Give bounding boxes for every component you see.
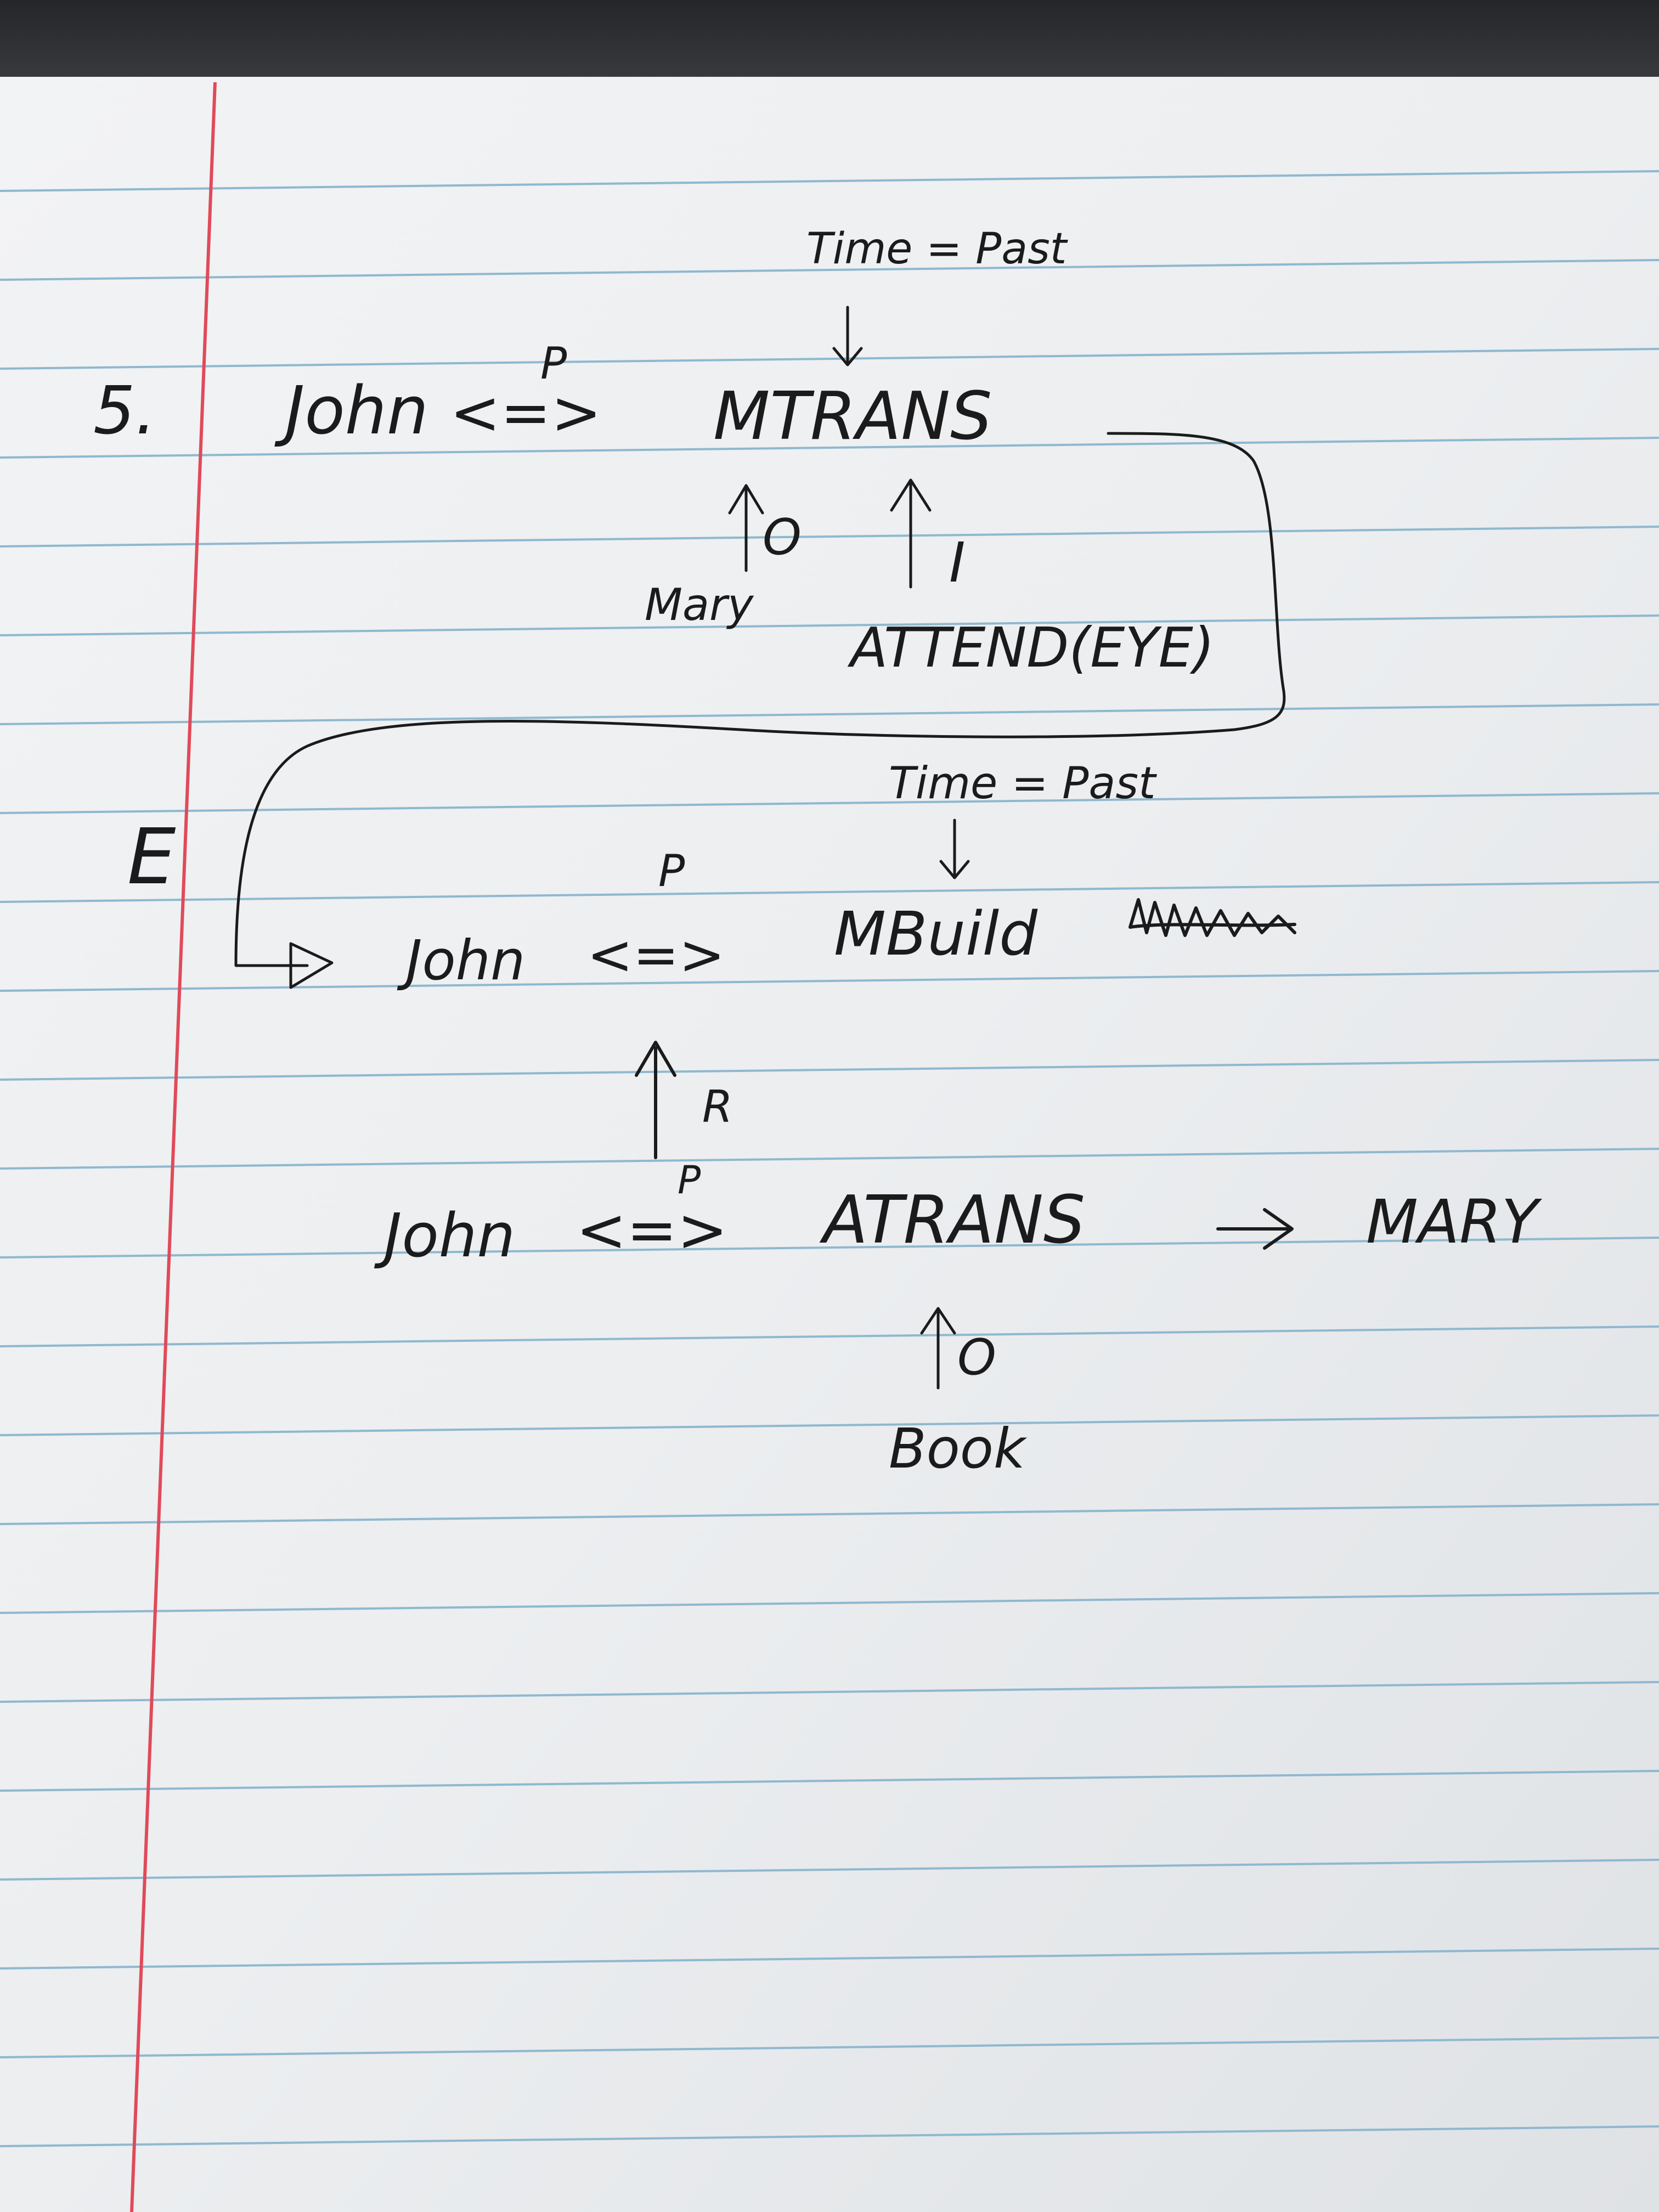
rule-line [0, 1770, 1659, 1792]
rule-line [0, 792, 1659, 814]
top-p-marker: P [540, 338, 567, 389]
bottom-act: ATRANS [819, 1182, 1085, 1259]
paper-sheet [0, 77, 1659, 2212]
recipient-arrow [1216, 1208, 1294, 1250]
bottom-object-arrow [920, 1307, 956, 1390]
cause-link-arrowhead [289, 942, 334, 989]
rule-line [0, 2125, 1659, 2147]
result-arrow [635, 1041, 676, 1159]
bottom-p-marker: P [678, 1158, 701, 1203]
top-object-arrow [728, 484, 764, 572]
ruled-lines [0, 170, 1659, 2147]
rule-line [0, 1325, 1659, 1347]
rule-line [0, 614, 1659, 636]
rule-line [0, 437, 1659, 459]
rule-line [0, 970, 1659, 992]
rule-line [0, 1503, 1659, 1525]
middle-time-label: Time = Past [889, 758, 1157, 809]
margin-mark: E [127, 812, 176, 902]
bottom-link: <=> [576, 1195, 728, 1265]
top-link: <=> [450, 377, 602, 448]
top-instrument-arrow [890, 478, 932, 589]
bottom-actor: John [374, 1200, 515, 1271]
margin-line [130, 82, 217, 2212]
middle-p-marker: P [658, 845, 685, 896]
top-time-arrow [832, 306, 863, 366]
top-actor: John [274, 373, 428, 449]
middle-time-arrow [939, 819, 970, 879]
rule-line [0, 526, 1659, 548]
bottom-object-marker: O [957, 1329, 996, 1386]
rule-line [0, 703, 1659, 725]
bottom-object: Book [889, 1417, 1028, 1481]
top-instrument: ATTEND(EYE) [847, 616, 1215, 680]
rule-line [0, 259, 1659, 281]
rule-line [0, 1859, 1659, 1881]
rule-line [0, 1059, 1659, 1081]
scribbled-out-word [1128, 898, 1296, 937]
middle-actor: John [397, 928, 525, 992]
middle-link: <=> [587, 923, 725, 987]
bottom-recipient: MARY [1366, 1187, 1543, 1257]
cause-link-arrow [234, 432, 1286, 967]
rule-line [0, 170, 1659, 192]
rule-line [0, 881, 1659, 903]
top-object-marker: O [763, 509, 802, 566]
rule-line [0, 1414, 1659, 1436]
top-act: MTRANS [713, 379, 992, 455]
rule-line [0, 1592, 1659, 1614]
top-time-label: Time = Past [806, 224, 1068, 274]
rule-line [0, 1148, 1659, 1170]
rule-line [0, 1237, 1659, 1259]
top-instrument-marker: I [949, 531, 966, 595]
middle-act: MBuild [834, 899, 1038, 969]
result-marker: R [702, 1081, 733, 1132]
rule-line [0, 1681, 1659, 1703]
top-shadow-band [0, 0, 1659, 88]
item-number: 5. [93, 373, 156, 449]
rule-line [0, 348, 1659, 370]
rule-line [0, 1948, 1659, 1970]
rule-line [0, 2036, 1659, 2058]
top-object: Mary [645, 579, 754, 630]
